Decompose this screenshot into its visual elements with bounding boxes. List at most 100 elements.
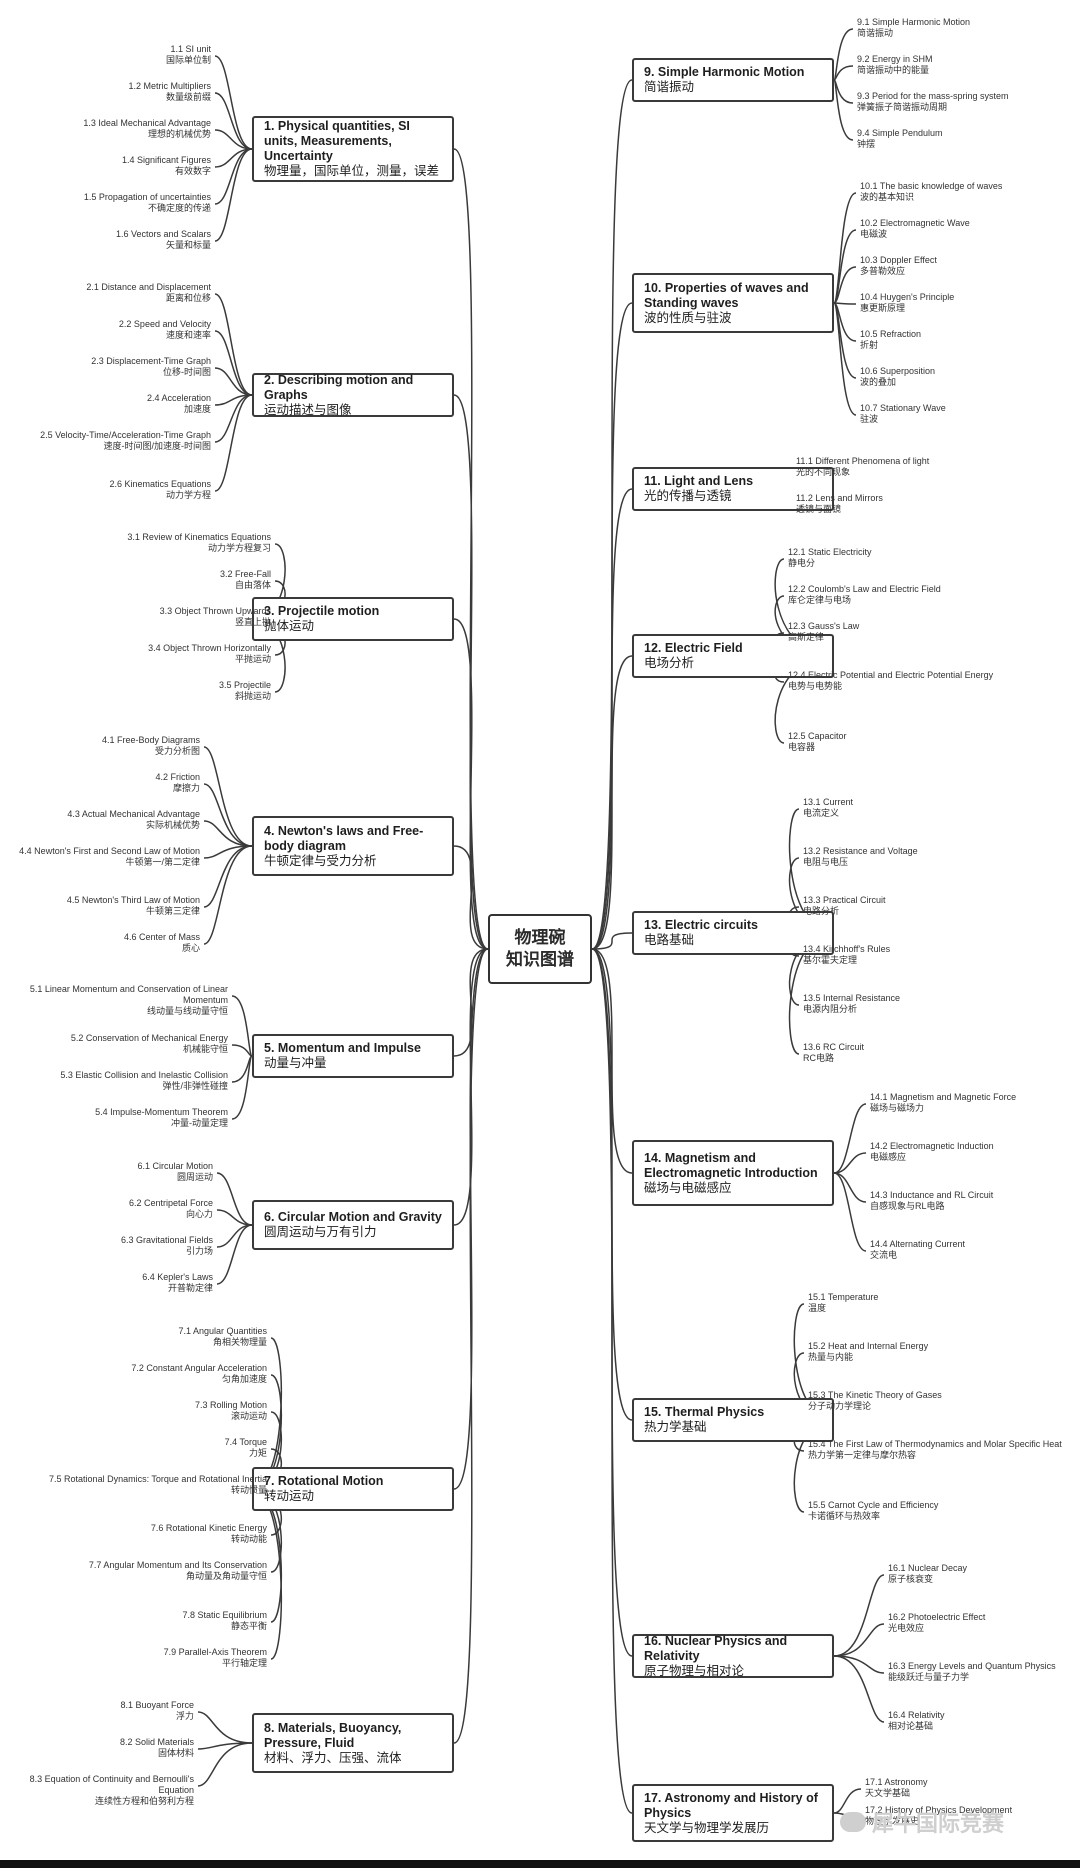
subtopic-zh: 质心 — [181, 943, 200, 953]
subtopic-en: 4.6 Center of Mass — [123, 932, 200, 942]
sub-branch-line — [833, 1152, 867, 1174]
subtopic-en: 1.5 Propagation of uncertainties — [83, 192, 211, 202]
topic-subtitle: 抛体运动 — [264, 619, 315, 633]
topic-subtitle: 物理量，国际单位，测量，误差 — [264, 164, 440, 178]
sub-branch-line — [214, 293, 253, 396]
topic-title: 15. Thermal Physics — [644, 1405, 765, 1419]
topic-title: 12. Electric Field — [644, 641, 743, 655]
subtopic-en: 17.2 History of Physics Development — [865, 1805, 1013, 1815]
subtopic-zh: 电阻与电压 — [803, 857, 849, 867]
subtopic-en: 1.2 Metric Multipliers — [128, 81, 211, 91]
subtopic-en: 14.2 Electromagnetic Induction — [870, 1141, 994, 1151]
watermark: 犀牛国际竞赛 — [840, 1806, 1004, 1838]
main-branch-line — [453, 618, 489, 950]
subtopic-en: 8.1 Buoyant Force — [120, 1700, 194, 1710]
sub-branch-line — [833, 229, 857, 304]
topic-subtitle: 磁场与电磁感应 — [644, 1180, 732, 1195]
central-title-line2: 知识图谱 — [506, 950, 574, 970]
topic-title: 7. Rotational Motion — [264, 1474, 384, 1488]
sub-branch-line — [214, 55, 253, 150]
watermark-text: 犀牛国际竞赛 — [872, 1811, 1005, 1836]
topic-subtitle: 简谐振动 — [644, 80, 695, 94]
subtopic-en: 12.4 Electric Potential and Electric Pot… — [788, 670, 994, 680]
subtopic-zh: 数量级前缀 — [165, 92, 211, 102]
subtopic-zh: 机械能守恒 — [182, 1044, 228, 1054]
topic-title: 10. Properties of waves and Standing wav… — [644, 280, 809, 310]
subtopic-zh: 电源内阻分析 — [803, 1004, 858, 1014]
topic-subtitle: 圆周运动与万有引力 — [264, 1225, 377, 1239]
subtopic-en: 13.1 Current — [803, 797, 854, 807]
sub-branch-line — [197, 1742, 253, 1787]
main-branch-line — [591, 948, 633, 1174]
subtopic-zh: 静态平衡 — [230, 1621, 267, 1631]
subtopic-en: 15.4 The First Law of Thermodynamics and… — [808, 1439, 1062, 1449]
subtopic-zh: 浮力 — [175, 1711, 194, 1721]
topic-title: 13. Electric circuits — [644, 918, 758, 932]
topic-subtitle: 天文学与物理学发展历 — [644, 1820, 770, 1835]
topic-title: 6. Circular Motion and Gravity — [264, 1210, 442, 1224]
subtopic-zh: 角动量及角动量守恒 — [185, 1571, 267, 1581]
subtopic-en: 7.1 Angular Quantities — [178, 1326, 267, 1336]
topic-subtitle: 转动运动 — [264, 1489, 315, 1503]
subtopic-en: 2.1 Distance and Displacement — [86, 282, 211, 292]
main-branch-line — [453, 948, 489, 1744]
main-branch-line — [591, 932, 633, 950]
subtopic-zh: 动力学方程 — [165, 490, 211, 500]
subtopic-en: 11.1 Different Phenomena of light — [796, 456, 930, 466]
topic-subtitle: 光的传播与透镜 — [644, 489, 732, 503]
subtopic-zh: 速度-时间图/加速度-时间图 — [103, 441, 212, 451]
subtopic-en: 4.1 Free-Body Diagrams — [101, 735, 200, 745]
subtopic-zh: 自由落体 — [234, 580, 271, 590]
sub-branch-line — [833, 1655, 885, 1674]
subtopic-zh: 平行轴定理 — [221, 1658, 267, 1668]
subtopic-en: 15.5 Carnot Cycle and Efficiency — [808, 1500, 939, 1510]
subtopic-en: 7.5 Rotational Dynamics: Torque and Rota… — [49, 1474, 267, 1484]
subtopic-zh: 斜抛运动 — [234, 691, 271, 701]
wechat-icon — [840, 1812, 866, 1832]
topic-title: 2. Describing motion and Graphs — [264, 372, 414, 402]
subtopic-zh: 热量与内能 — [808, 1352, 854, 1362]
subtopic-zh: 圆周运动 — [176, 1172, 213, 1182]
subtopic-en: 13.4 Kirchhoff's Rules — [803, 944, 891, 954]
subtopic-zh: 折射 — [860, 340, 879, 350]
subtopic-zh: 矢量和标量 — [165, 240, 211, 250]
subtopic-en: 11.2 Lens and Mirrors — [796, 493, 883, 503]
subtopic-en: 6.3 Gravitational Fields — [120, 1235, 213, 1245]
topic-subtitle: 波的性质与驻波 — [644, 310, 732, 325]
subtopic-zh: 电流定义 — [803, 808, 840, 818]
sub-branch-line — [833, 79, 854, 141]
subtopic-zh: 向心力 — [185, 1209, 213, 1219]
subtopic-label: 5.1 Linear Momentum and Conservation of … — [8, 984, 228, 1017]
subtopic-en: 5.4 Impulse-Momentum Theorem — [95, 1107, 228, 1117]
subtopic-zh: 透镜与面镜 — [796, 504, 842, 514]
subtopic-zh: 滚动运动 — [230, 1411, 267, 1421]
subtopic-zh: 固体材料 — [157, 1748, 194, 1758]
subtopic-zh: 冲量-动量定理 — [171, 1118, 228, 1128]
subtopic-en: 3.2 Free-Fall — [219, 569, 271, 579]
subtopic-zh: 竖直上抛 — [234, 617, 271, 627]
topic-subtitle: 运动描述与图像 — [264, 402, 352, 417]
subtopic-zh: 电磁波 — [860, 229, 888, 239]
